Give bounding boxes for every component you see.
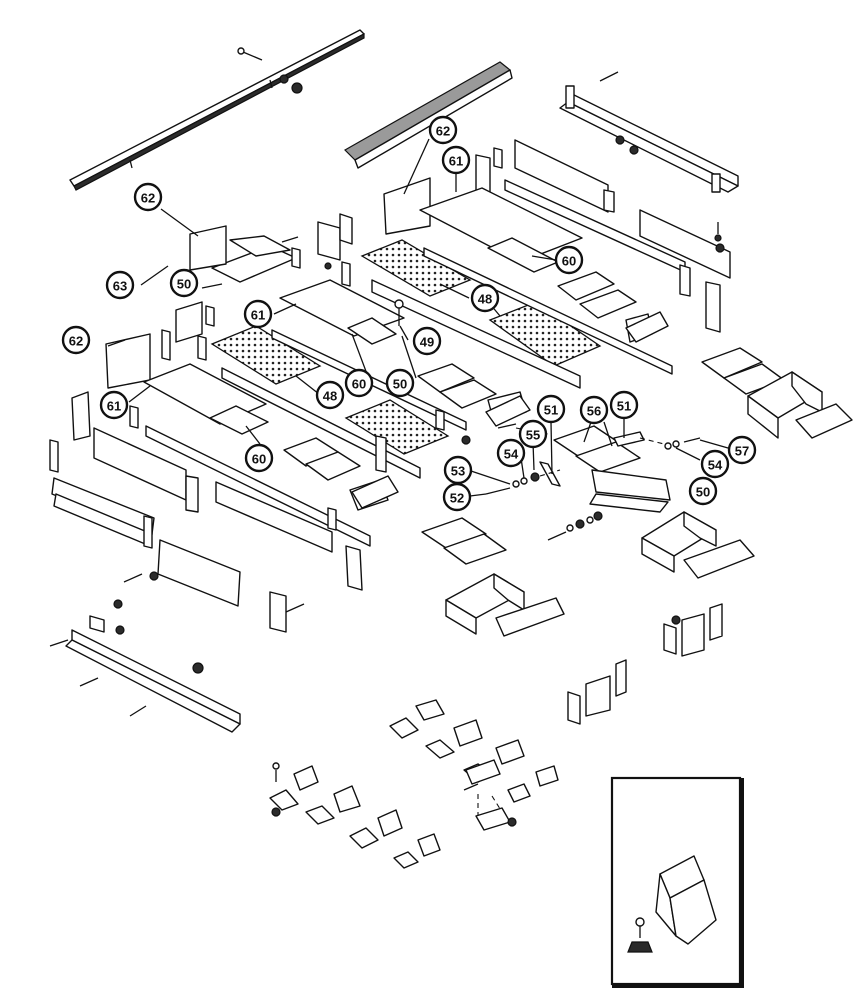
side-panels-lower-left [51, 427, 387, 633]
svg-text:50: 50 [696, 485, 710, 500]
svg-text:61: 61 [449, 154, 463, 169]
svg-text:60: 60 [352, 377, 366, 392]
callout-54-right: 54 [700, 449, 730, 479]
callout-50-left: 50 [169, 268, 199, 298]
svg-text:54: 54 [708, 458, 723, 473]
box-right-middle [641, 511, 755, 579]
top-center-channel [344, 61, 513, 169]
callout-57: 57 [727, 435, 757, 465]
callout-54-left: 54 [496, 438, 526, 468]
callout-53: 53 [443, 455, 473, 485]
bracket-set-right [567, 603, 723, 725]
top-right-angle-rail [559, 71, 739, 193]
leader-lines [107, 138, 736, 497]
small-plate-lower [209, 405, 269, 435]
screen-middle-left [210, 325, 322, 385]
right-upper-side-panels [475, 139, 731, 333]
svg-text:61: 61 [107, 399, 121, 414]
bar-lower [145, 425, 371, 547]
tube-centre [351, 311, 669, 509]
svg-text:48: 48 [478, 292, 492, 307]
svg-text:49: 49 [420, 335, 434, 350]
svg-text:53: 53 [451, 464, 465, 479]
svg-text:62: 62 [141, 191, 155, 206]
small-plate-middle [347, 317, 397, 345]
inset-detail [610, 776, 744, 988]
callout-48-upper: 48 [470, 283, 500, 313]
svg-text:52: 52 [450, 491, 464, 506]
svg-text:51: 51 [617, 399, 631, 414]
callout-62-left: 62 [133, 182, 163, 212]
callout-60-centre: 60 [344, 368, 374, 398]
bottom-left-angle-rail [49, 571, 305, 733]
svg-text:62: 62 [69, 334, 83, 349]
lower-hardware-row [547, 511, 603, 541]
callout-50-right: 50 [688, 476, 718, 506]
callout-50-centre: 50 [385, 368, 415, 398]
grate-far-right [701, 347, 785, 395]
grate-centre-right [539, 425, 671, 513]
svg-text:48: 48 [323, 389, 337, 404]
hardware-51-57 [613, 431, 701, 450]
bracket-lower-left [49, 391, 139, 473]
bolt-49 [394, 299, 404, 326]
callout-49: 49 [412, 326, 442, 356]
bar-upper [371, 247, 673, 389]
box-lower-centre [445, 573, 565, 637]
svg-text:50: 50 [393, 377, 407, 392]
callout-60-right: 60 [554, 245, 584, 275]
svg-text:63: 63 [113, 279, 127, 294]
top-plate-upper [419, 187, 583, 263]
svg-text:61: 61 [251, 308, 265, 323]
svg-text:57: 57 [735, 444, 749, 459]
callout-52: 52 [442, 482, 472, 512]
callout-56: 56 [579, 395, 609, 425]
grate-lower-centre [421, 517, 507, 565]
cover-plate-upper [383, 177, 431, 235]
cover-plate-lower [105, 333, 151, 389]
screen-upper-left [360, 239, 472, 297]
callout-60-lower: 60 [244, 443, 274, 473]
svg-text:62: 62 [436, 124, 450, 139]
svg-text:60: 60 [562, 254, 576, 269]
bottom-small-parts [269, 699, 559, 869]
box-far-right [747, 371, 853, 439]
callout-51-right: 51 [609, 390, 639, 420]
screen-upper-right [488, 301, 602, 367]
svg-text:56: 56 [587, 404, 601, 419]
cover-plate-middle [189, 225, 227, 271]
left-bracket-cluster [211, 213, 353, 287]
callout-61-middle: 61 [243, 299, 273, 329]
callout-55: 55 [518, 419, 548, 449]
bracket-middle-left [161, 301, 215, 361]
callout-48-lower: 48 [315, 380, 345, 410]
callout-61-top: 61 [441, 145, 471, 175]
callout-62-top: 62 [428, 115, 458, 145]
svg-text:60: 60 [252, 452, 266, 467]
top-left-angle-rail [69, 29, 365, 191]
svg-text:50: 50 [177, 277, 191, 292]
callout-62-lower: 62 [61, 325, 91, 355]
top-left-bolt [237, 47, 303, 94]
callout-61-lower: 61 [99, 390, 129, 420]
callout-51-left: 51 [536, 394, 566, 424]
svg-text:54: 54 [504, 447, 519, 462]
svg-text:55: 55 [526, 428, 540, 443]
callout-63: 63 [105, 270, 135, 300]
svg-text:51: 51 [544, 403, 558, 418]
